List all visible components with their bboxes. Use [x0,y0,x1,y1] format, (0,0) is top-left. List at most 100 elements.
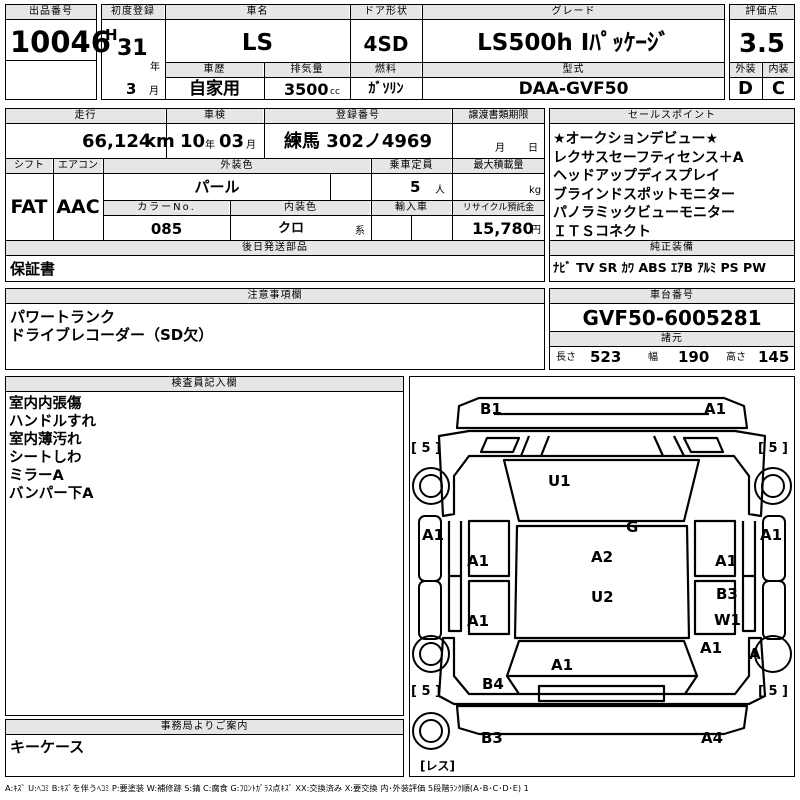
first-reg-year: 31 [117,36,148,61]
dmg-a1-trunk: A1 [551,656,574,674]
model-code: DAA-GVF50 [518,79,629,99]
dmg-a1-left-door-rear: A1 [467,612,490,630]
genuine-equipment-header: 純正装備 [550,241,794,255]
shift-header: シフト [6,159,52,173]
fuel-header: 燃料 [351,63,421,77]
dmg-a1-front: A1 [704,400,727,418]
car-name: LS [241,30,274,56]
inspection-year-unit: 年 [205,140,215,151]
notes-box [5,288,545,370]
lot-number-box [5,4,97,100]
sales-point-box [549,108,795,282]
tire-rear-right: [ 5 ] [758,684,788,699]
spare-tire: [レス] [420,759,455,773]
transfer-day-unit: 日 [528,143,538,154]
dmg-b4: B4 [482,675,504,693]
sales-points: ★オークションデビュー★ レクサスセーフティセンス＋A ヘッドアップディスプレイ… [553,131,744,240]
lot-number-header: 出品番号 [6,5,96,19]
interior-color-header: 内装色 [231,201,370,215]
dmg-u2: U2 [591,588,614,606]
grade-header: グレード [423,5,724,19]
rating-header: 評価点 [730,5,794,19]
inspector-notes-box [5,376,404,716]
max-load-header: 最大積載量 [453,159,544,173]
vehicle-details-box [5,108,545,282]
transfer-deadline-header: 譲渡書類期限 [453,109,544,123]
chassis-header: 車台番号 [550,289,794,303]
interior-grade: C [771,78,786,99]
dmg-b3-right-door: B3 [716,585,738,603]
mileage-header: 走行 [6,109,165,123]
color-number: 085 [150,220,183,238]
inspection-month: 03 [219,131,245,152]
grade: LS500h Iﾊﾟｯｹｰｼﾞ [477,30,670,56]
mileage-unit: km [144,131,175,152]
dmg-u1: U1 [548,472,571,490]
length-label: 長さ [556,352,576,363]
ext-color-header: 外装色 [104,159,370,173]
car-diagram [412,396,792,750]
recycle-header: リサイクル預託金 [453,201,544,215]
transfer-month-unit: 月 [495,143,505,154]
interior-color-unit: 系 [355,226,365,237]
exterior-header: 外装 [730,63,761,77]
year-unit: 年 [150,62,160,73]
legend: A:ｷｽﾞ U:ﾍｺﾐ B:ｷｽﾞを伴うﾍｺﾐ P:要塗装 W:補修跡 S:錆 … [5,783,529,793]
interior-color: クロ [277,221,304,236]
month-unit: 月 [149,86,159,97]
width-label: 幅 [648,352,658,363]
genuine-equipment: ﾅﾋﾞ TV SR ｶﾜ ABS ｴｱB ｱﾙﾐ PS PW [553,260,766,275]
height-label: 高さ [726,352,746,363]
plate-header: 登録番号 [265,109,451,123]
dmg-a1-right-rear: A1 [700,639,723,657]
dmg-b3-rear: B3 [481,729,503,747]
vehicle-diagram-box [409,376,795,777]
model-header: 型式 [423,63,724,77]
notes: パワートランク ドライブレコーダー（SD欠） [10,308,214,344]
chassis-box [549,288,795,370]
capacity-unit: 人 [435,185,445,196]
height-value: 145 [758,348,790,366]
dmg-a2: A2 [591,548,614,566]
office-notes-box [5,719,404,777]
dmg-a4: A4 [701,729,724,747]
interior-header: 内装 [763,63,794,77]
inspector-notes: 室内内張傷 ハンドルすれ 室内薄汚れ シートしわ ミラーA バンパー下A [9,396,96,502]
dmg-a1-right-door-front: A1 [715,552,738,570]
color-number-header: カラーNo. [104,201,229,215]
displacement-header: 排気量 [265,63,349,77]
shift-type: FAT [10,196,48,218]
dmg-b1: B1 [480,400,502,418]
specs-header: 諸元 [550,332,794,346]
tire-front-left: [ 5 ] [411,441,441,456]
length-value: 523 [590,348,622,366]
dmg-g: G [626,518,639,536]
exterior-grade: D [738,78,753,99]
exterior-color: パール [194,178,240,196]
capacity-header: 乗車定員 [372,159,451,173]
tire-front-right: [ 5 ] [758,441,788,456]
rating-score: 3.5 [738,29,786,59]
inspection-year: 10 [180,131,206,152]
car-name-header: 車名 [166,5,349,19]
inspector-notes-header: 検査員記入欄 [6,377,403,391]
inspection-month-unit: 月 [246,140,256,151]
chassis-number: GVF50-6005281 [582,306,762,330]
fuel: ｶﾞｿﾘﾝ [368,81,404,97]
max-load-unit: kg [529,185,542,196]
first-registration-box [101,4,725,100]
tire-rear-left: [ 5 ] [411,684,441,699]
sales-point-header: セールスポイント [550,109,794,123]
recycle-fee: 15,780 [472,219,534,238]
lot-number: 10046 [10,25,111,59]
inspection-header: 車検 [167,109,263,123]
aircon-header: エアコン [54,159,102,173]
later-parts: 保証書 [10,260,56,278]
dmg-a1-right-fender: A1 [760,526,783,544]
mileage: 66,124 [82,131,152,152]
seating-capacity: 5 [410,178,421,196]
first-registration-header: 初度登録 [102,5,164,19]
recycle-fee-unit: 円 [531,225,541,236]
dmg-a1-left-fender: A1 [422,526,445,544]
door-type: 4SD [363,32,409,56]
